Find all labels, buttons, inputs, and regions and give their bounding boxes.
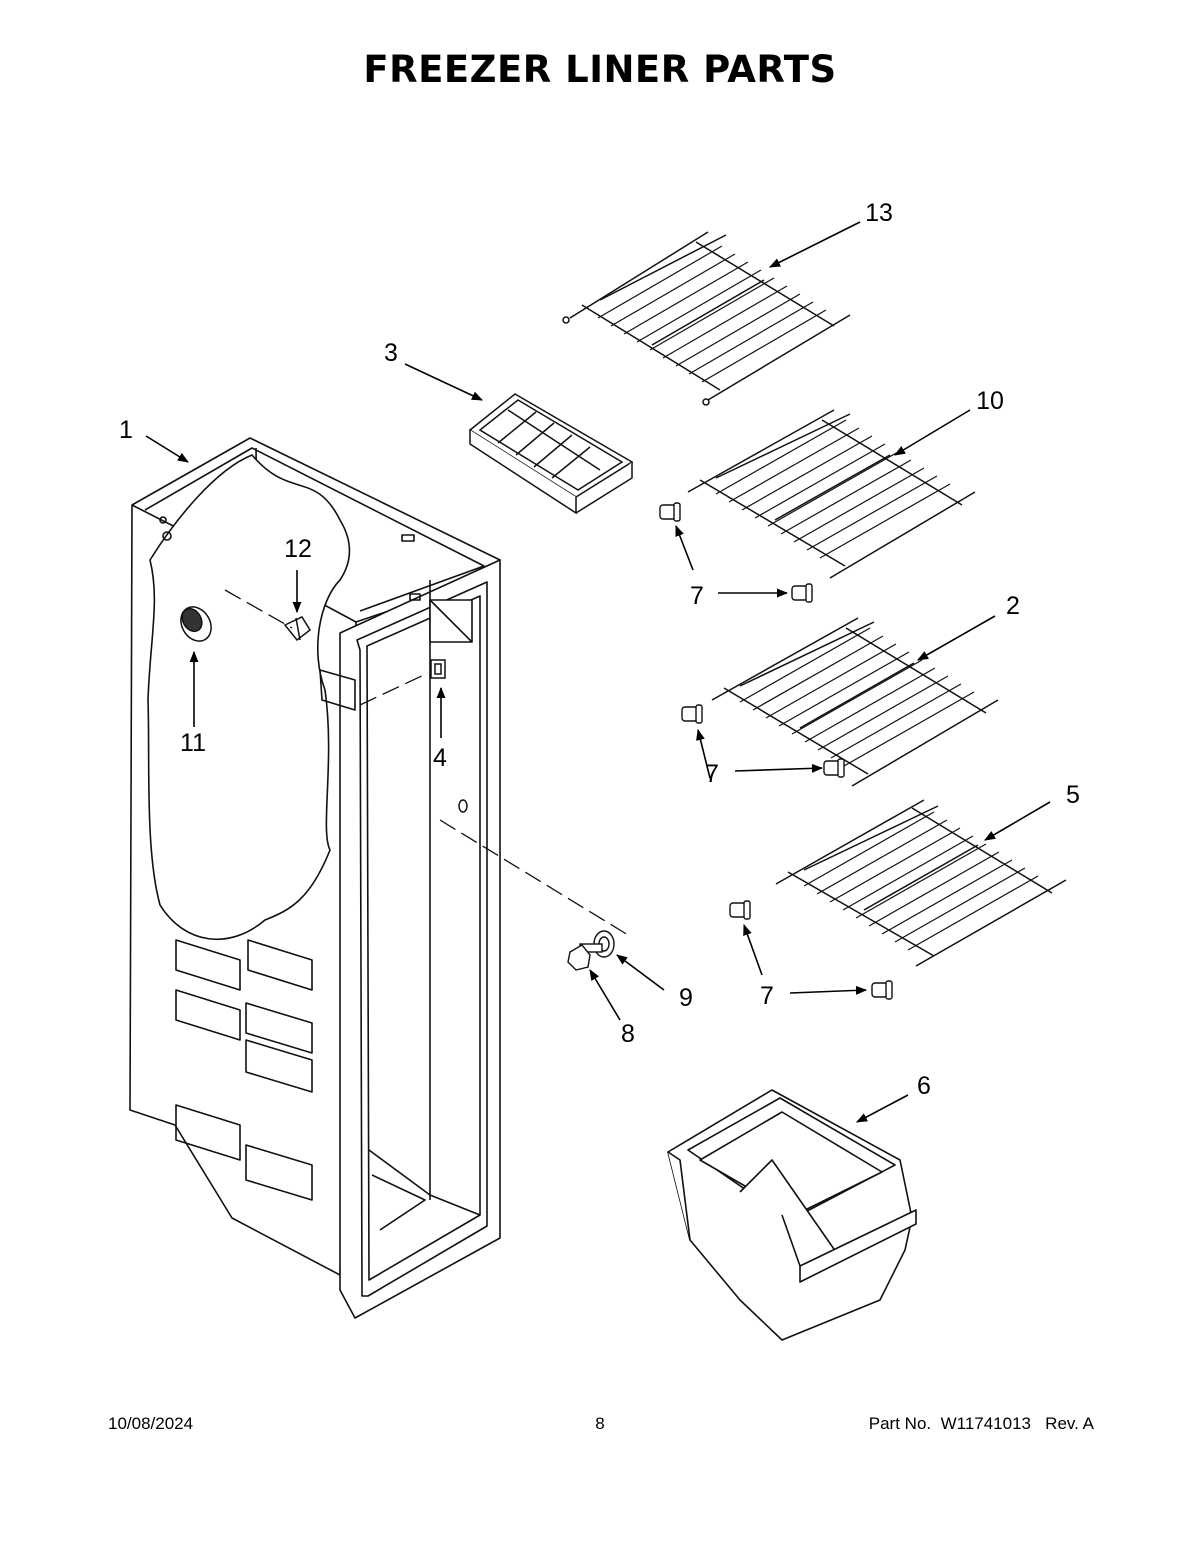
callout-9: 9 (679, 984, 693, 1012)
callout-11: 11 (180, 729, 206, 757)
freezer-liner (129, 437, 501, 1319)
icemaker-part-11 (180, 606, 212, 642)
leader-arrows (145, 221, 1051, 1123)
callout-1: 1 (119, 416, 133, 444)
footer-part-info: Part No. W11741013 Rev. A (869, 1414, 1094, 1434)
shelf-part-13 (562, 231, 851, 406)
clip-part-4 (430, 659, 446, 679)
callout-3: 3 (384, 339, 398, 367)
footer-date: 10/08/2024 (108, 1414, 194, 1433)
shelf-part-5 (775, 799, 1067, 967)
callout-7b: 7 (705, 760, 719, 788)
assembly-dashed-lines (224, 589, 629, 936)
ice-tray-part-3 (468, 393, 634, 515)
shelf-part-2 (711, 617, 999, 787)
clip-part-12 (283, 616, 311, 642)
callout-10: 10 (976, 387, 1004, 415)
callout-2: 2 (1006, 592, 1020, 620)
callout-13: 13 (865, 199, 893, 227)
callout-12: 12 (284, 535, 312, 563)
fastener-parts-8-9 (567, 930, 615, 971)
shelf-part-10 (687, 409, 976, 579)
footer-part-number: W11741013 (940, 1414, 1031, 1433)
callout-4: 4 (433, 744, 447, 772)
callout-6: 6 (917, 1072, 931, 1100)
footer-page-number: 8 (595, 1414, 605, 1433)
callout-labels: 1 2 3 4 5 6 7 7 7 8 9 10 11 12 13 (119, 199, 1080, 1100)
shelf-supports-part-7 (659, 502, 893, 1000)
callout-7c: 7 (760, 982, 774, 1010)
callout-7a: 7 (690, 582, 704, 610)
freezer-bin-part-6 (667, 1089, 917, 1341)
footer-revision: Rev. A (1045, 1414, 1094, 1433)
callout-8: 8 (621, 1020, 635, 1048)
page-title: FREEZER LINER PARTS (363, 48, 837, 91)
footer-part-label: Part No. (868, 1414, 932, 1433)
callout-5: 5 (1066, 781, 1080, 809)
